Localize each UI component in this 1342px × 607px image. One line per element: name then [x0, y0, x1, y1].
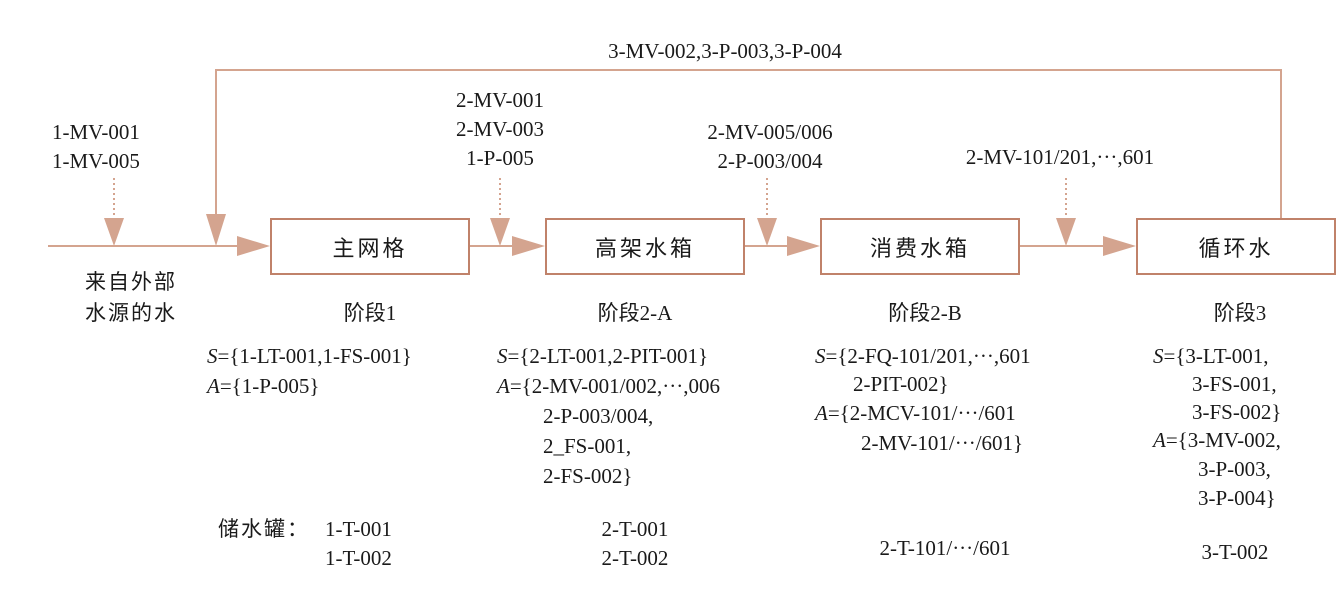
stage2b-tank: 2-T-101/···/601	[879, 536, 1011, 560]
actuator-arrowhead-source	[104, 218, 124, 246]
stage3-box: 循环水	[1136, 218, 1336, 275]
actuator-label-1-2a-line1: 2-MV-001	[456, 88, 544, 112]
stage3-sensors: S={3-LT-001,	[1153, 344, 1269, 368]
recirculation-loop-line	[215, 69, 1282, 222]
tanks-label: 储水罐：	[218, 517, 310, 541]
actuator-arrowhead-2a-2b	[757, 218, 777, 246]
stage2a-sensors: S={2-LT-001,2-PIT-001}	[497, 344, 709, 368]
actuator-label-1-2a-line2: 2-MV-003	[456, 117, 544, 141]
actuator-label-2a-2b-line1: 2-MV-005/006	[707, 120, 833, 144]
actuator-label-2a-2b-line2: 2-P-003/004	[717, 149, 823, 173]
stage2a-tank-2: 2-T-002	[601, 546, 669, 570]
stage3-name: 阶段3	[1213, 301, 1267, 325]
stage1-box: 主网格	[270, 218, 470, 275]
actuator-arrowhead-2b-3	[1056, 218, 1076, 246]
stage2b-sensors: S={2-FQ-101/201,···,601	[815, 344, 1031, 368]
stage2a-name: 阶段2-A	[597, 301, 673, 325]
stage3-actuators-line3: 3-P-004}	[1198, 486, 1276, 510]
flow-arrowhead-4	[1103, 236, 1136, 256]
stage3-actuators-line2: 3-P-003,	[1198, 457, 1271, 481]
stage2b-sensors-line2: 2-PIT-002}	[853, 372, 949, 396]
stage2a-actuators-line4: 2-FS-002}	[543, 464, 633, 488]
actuator-label-2b-3: 2-MV-101/201,···,601	[965, 145, 1155, 169]
stage1-sensors: S={1-LT-001,1-FS-001}	[207, 344, 412, 368]
stage3-tank: 3-T-002	[1201, 540, 1269, 564]
stage1-tank-2: 1-T-002	[325, 546, 392, 570]
stage2b-box: 消费水箱	[820, 218, 1020, 275]
flow-arrowhead-3	[787, 236, 820, 256]
source-label-line1: 来自外部	[85, 270, 177, 294]
stage1-name: 阶段1	[343, 301, 397, 325]
stage2a-actuators-line2: 2-P-003/004,	[543, 404, 654, 428]
actuator-arrowhead-1-2a	[490, 218, 510, 246]
stage3-sensors-line3: 3-FS-002}	[1192, 400, 1282, 424]
stage2a-tank-1: 2-T-001	[601, 517, 669, 541]
stage2b-name: 阶段2-B	[888, 301, 962, 325]
stage3-actuators: A={3-MV-002,	[1153, 428, 1281, 452]
stage2b-actuators-line2: 2-MV-101/···/601}	[861, 431, 1024, 455]
stage2a-actuators: A={2-MV-001/002,···,006	[497, 374, 720, 398]
flow-arrowhead-2	[512, 236, 545, 256]
source-valve-1: 1-MV-001	[52, 120, 140, 144]
recirculation-arrowhead	[206, 214, 226, 246]
stage2a-actuators-line3: 2_FS-001,	[543, 434, 632, 458]
source-valve-2: 1-MV-005	[52, 149, 140, 173]
stage1-tank-1: 1-T-001	[325, 517, 392, 541]
stage2b-actuators: A={2-MCV-101/···/601	[815, 401, 1016, 425]
stage1-actuators: A={1-P-005}	[207, 374, 320, 398]
actuator-label-1-2a-line3: 1-P-005	[466, 146, 534, 170]
source-label-line2: 水源的水	[85, 301, 177, 325]
stage3-sensors-line2: 3-FS-001,	[1192, 372, 1277, 396]
flow-arrowhead-1	[237, 236, 270, 256]
recirculation-label: 3-MV-002,3-P-003,3-P-004	[608, 39, 842, 63]
stage2a-box: 高架水箱	[545, 218, 745, 275]
